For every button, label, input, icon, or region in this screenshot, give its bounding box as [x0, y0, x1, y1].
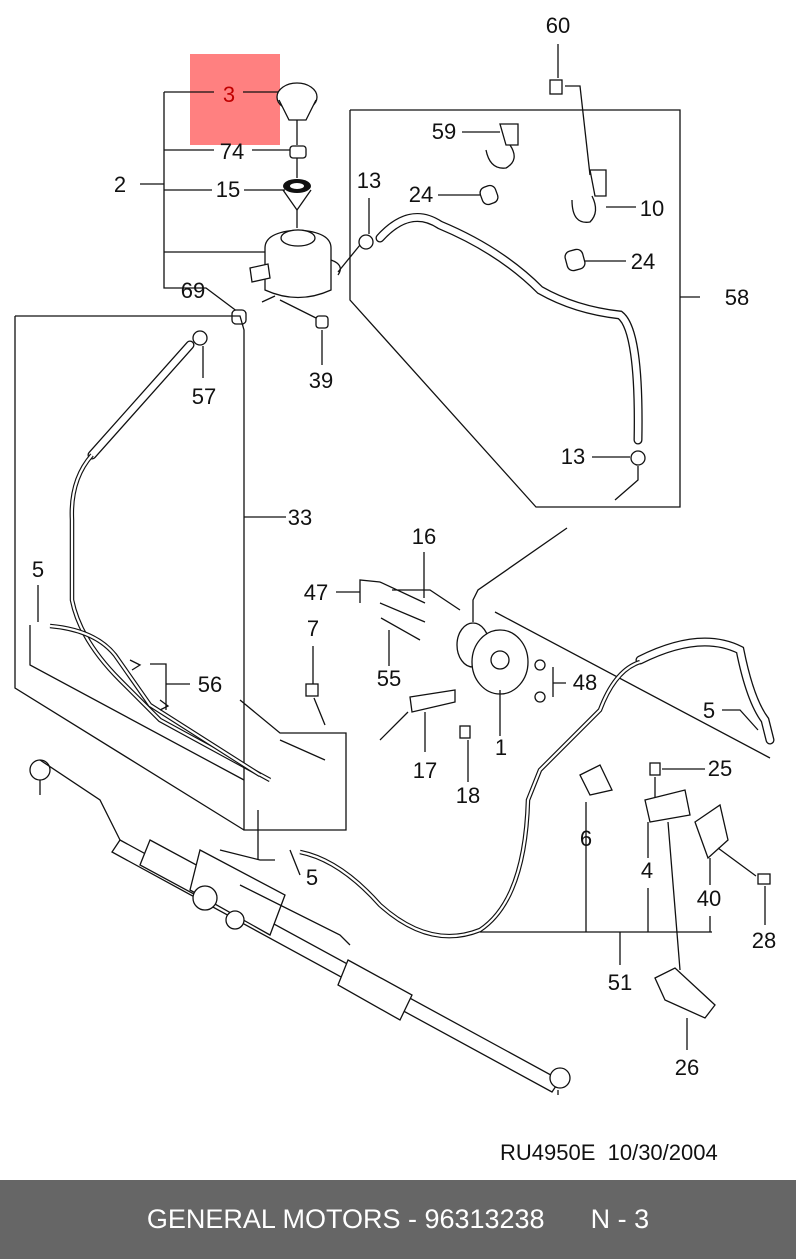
label-59[interactable]: 59: [432, 119, 456, 144]
bracket-40[interactable]: [694, 803, 729, 860]
bolt-25[interactable]: [649, 762, 661, 776]
label-26[interactable]: 26: [675, 1055, 699, 1080]
footer-bar: GENERAL MOTORS - 96313238 N - 3: [0, 1180, 796, 1259]
footer-page: N - 3: [590, 1204, 650, 1234]
clip-6[interactable]: [579, 764, 613, 796]
label-5-right[interactable]: 5: [703, 698, 715, 723]
clip-59[interactable]: [485, 123, 519, 169]
label-1[interactable]: 1: [495, 735, 507, 760]
label-17[interactable]: 17: [413, 758, 437, 783]
label-39[interactable]: 39: [309, 368, 333, 393]
clamp-57[interactable]: [192, 330, 208, 346]
label-74[interactable]: 74: [220, 139, 244, 164]
pressure-hose[interactable]: [299, 637, 775, 939]
bracket-17[interactable]: [409, 689, 456, 713]
bolt-18[interactable]: [459, 725, 471, 739]
label-3[interactable]: 3: [223, 82, 235, 107]
label-7[interactable]: 7: [307, 616, 319, 641]
power-steering-pump[interactable]: [456, 527, 568, 703]
label-69[interactable]: 69: [181, 278, 205, 303]
diagram-reference: RU4950E 10/30/2004: [500, 1140, 718, 1165]
highlight-part-3[interactable]: [190, 54, 280, 145]
label-16[interactable]: 16: [412, 524, 436, 549]
label-24-upper[interactable]: 24: [409, 182, 433, 207]
label-13-upper[interactable]: 13: [357, 168, 381, 193]
clamp-13-upper[interactable]: [358, 234, 374, 250]
bracket-26[interactable]: [654, 967, 716, 1019]
label-51[interactable]: 51: [608, 970, 632, 995]
label-24-lower[interactable]: 24: [631, 249, 655, 274]
label-48[interactable]: 48: [573, 670, 597, 695]
filter-15[interactable]: [282, 179, 312, 228]
label-56[interactable]: 56: [198, 672, 222, 697]
bolt-28[interactable]: [757, 873, 771, 885]
callout-labels: 3 74 2 15 69 39 57 60 59 13 24 10 24 58 …: [32, 13, 776, 1080]
label-28[interactable]: 28: [752, 928, 776, 953]
seal-74[interactable]: [289, 145, 307, 159]
label-2[interactable]: 2: [114, 172, 126, 197]
label-13-lower[interactable]: 13: [561, 444, 585, 469]
label-55[interactable]: 55: [377, 666, 401, 691]
nut-39[interactable]: [315, 315, 329, 329]
bolt-60[interactable]: [549, 79, 563, 95]
footer-title: GENERAL MOTORS - 96313238: [146, 1204, 545, 1234]
sleeve-24-upper[interactable]: [478, 184, 499, 206]
label-58[interactable]: 58: [725, 285, 749, 310]
steering-gear[interactable]: [29, 759, 571, 1095]
reservoir-bracket: [140, 91, 290, 289]
label-57[interactable]: 57: [192, 384, 216, 409]
reservoir-tank[interactable]: [249, 229, 341, 321]
label-18[interactable]: 18: [456, 783, 480, 808]
clip-56[interactable]: [129, 659, 170, 711]
clamp-69[interactable]: [231, 309, 247, 325]
label-25[interactable]: 25: [708, 756, 732, 781]
label-5-rack[interactable]: 5: [306, 865, 318, 890]
supply-hose[interactable]: [375, 213, 643, 445]
label-60[interactable]: 60: [546, 13, 570, 38]
clamp-13-lower[interactable]: [630, 450, 646, 466]
clip-10[interactable]: [571, 169, 607, 223]
label-33[interactable]: 33: [288, 505, 312, 530]
bracket-4[interactable]: [644, 789, 691, 823]
reservoir-cap[interactable]: [276, 82, 318, 145]
label-47[interactable]: 47: [304, 580, 328, 605]
label-10[interactable]: 10: [640, 196, 664, 221]
label-5-left[interactable]: 5: [32, 557, 44, 582]
label-40[interactable]: 40: [697, 886, 721, 911]
parts-diagram: 3 74 2 15 69 39 57 60 59 13 24 10 24 58 …: [14, 13, 776, 1095]
return-hose[interactable]: [49, 340, 272, 782]
bolt-7[interactable]: [305, 646, 326, 726]
sleeve-24-lower[interactable]: [564, 248, 587, 272]
label-6[interactable]: 6: [580, 826, 592, 851]
label-4[interactable]: 4: [641, 858, 653, 883]
label-15[interactable]: 15: [216, 177, 240, 202]
